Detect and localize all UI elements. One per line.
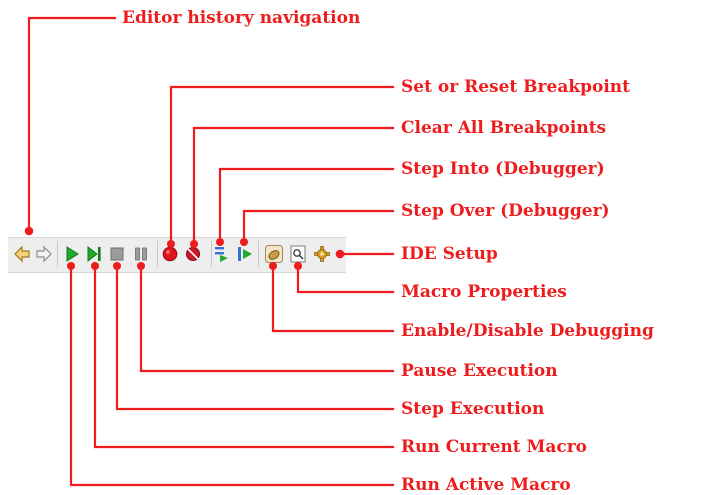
label-history-navigation: Editor history navigation (122, 8, 361, 28)
run-active-macro-icon[interactable] (62, 244, 82, 264)
label-step-execution: Step Execution (401, 399, 545, 419)
label-run-active-macro: Run Active Macro (401, 475, 571, 495)
label-set-breakpoint: Set or Reset Breakpoint (401, 77, 631, 97)
label-macro-properties: Macro Properties (401, 282, 567, 302)
step-over-icon[interactable] (235, 244, 255, 264)
step-into-icon[interactable] (212, 244, 232, 264)
label-ide-setup: IDE Setup (401, 244, 498, 264)
label-enable-debugging: Enable/Disable Debugging (401, 321, 654, 341)
ide-setup-icon[interactable] (312, 244, 332, 264)
stop-icon[interactable] (107, 244, 127, 264)
clear-breakpoints-icon[interactable] (183, 244, 203, 264)
toolbar-separator (157, 241, 158, 267)
label-clear-breakpoints: Clear All Breakpoints (401, 118, 607, 138)
enable-debugging-icon[interactable] (264, 244, 284, 264)
set-breakpoint-icon[interactable] (160, 244, 180, 264)
label-run-current-macro: Run Current Macro (401, 437, 587, 457)
run-current-macro-icon[interactable] (84, 244, 104, 264)
toolbar-separator (258, 241, 259, 267)
label-step-over: Step Over (Debugger) (401, 201, 610, 221)
forward-arrow-icon[interactable] (34, 244, 54, 264)
macro-properties-icon[interactable] (288, 244, 308, 264)
toolbar-separator (57, 241, 58, 267)
toolbar-separator (211, 241, 212, 267)
label-pause-execution: Pause Execution (401, 361, 558, 381)
pause-icon[interactable] (131, 244, 151, 264)
back-arrow-icon[interactable] (12, 244, 32, 264)
label-step-into: Step Into (Debugger) (401, 159, 605, 179)
